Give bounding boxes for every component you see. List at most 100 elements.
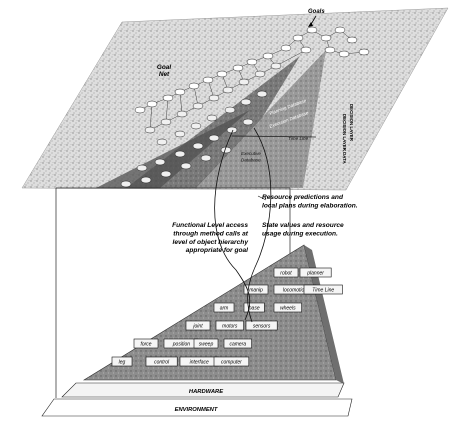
goal-node (140, 176, 152, 184)
goal-node (176, 110, 188, 118)
module-box (243, 284, 269, 295)
goal-node (136, 164, 148, 172)
goal-edge (193, 85, 199, 107)
module-label: motors (222, 324, 238, 330)
module-box (111, 356, 133, 367)
goal-node (146, 100, 158, 108)
module-box (213, 302, 235, 313)
goal-node (160, 118, 172, 126)
goals-label: Goals (308, 9, 325, 15)
goal-node (224, 106, 236, 114)
goal-node (174, 130, 186, 138)
module-label: arm (220, 306, 229, 312)
module-box (145, 356, 178, 367)
goal-node (358, 48, 370, 56)
time-line (231, 135, 317, 138)
module-label: force (140, 342, 151, 348)
decision-layer-data-side-label: DECISION LAYER DATA (342, 114, 347, 165)
module-label: planner (306, 271, 324, 277)
module-box (273, 302, 302, 313)
goal-node (346, 36, 358, 44)
module-box (243, 302, 265, 313)
goal-node (222, 86, 234, 94)
goal-node (238, 78, 250, 86)
goal-node (242, 118, 254, 126)
module-label: leg (119, 360, 126, 366)
module-label: sweep (199, 342, 214, 348)
goal-node (280, 44, 292, 52)
goal-node (202, 76, 214, 84)
decision-layer-side-label: DECISION LAYER (349, 104, 354, 142)
goal-node (338, 50, 350, 58)
module-box (223, 338, 252, 349)
goal-node (300, 46, 312, 54)
goal-node (256, 90, 268, 98)
goal-node (162, 94, 174, 102)
goal-edge (165, 97, 169, 123)
module-box (185, 320, 211, 331)
module-box (193, 338, 219, 349)
goal-node (192, 142, 204, 150)
module-box (133, 338, 159, 349)
goal-node (240, 98, 252, 106)
environment-slab (41, 398, 353, 417)
goal-node (180, 162, 192, 170)
goal-node (306, 26, 318, 34)
goal-node (156, 138, 168, 146)
goal-node (254, 70, 266, 78)
goal-node (262, 52, 274, 60)
goal-node (144, 126, 156, 134)
module-box (215, 320, 244, 331)
goal-node (154, 158, 166, 166)
goal-node (270, 62, 282, 70)
environment-label: ENVIRONMENT (175, 407, 218, 413)
goal-node (120, 180, 132, 188)
module-label: sensors (253, 324, 271, 330)
hardware-label: HARDWARE (189, 389, 224, 395)
module-box (273, 267, 299, 278)
annotation-pointer (257, 195, 267, 201)
goal-node (324, 46, 336, 54)
module-label: computer (221, 360, 242, 366)
goals-arrowhead-icon (308, 22, 313, 27)
resource-feedback-line (247, 127, 272, 323)
goal-node (200, 154, 212, 162)
goal-node (160, 170, 172, 178)
module-box (299, 267, 332, 278)
goal-node (174, 150, 186, 158)
module-label: base (249, 306, 260, 312)
module-box (213, 356, 250, 367)
goal-node (292, 34, 304, 42)
module-label: wheels (280, 306, 296, 312)
goal-net (120, 26, 370, 188)
goal-edge (149, 103, 153, 131)
module-label: control (154, 360, 170, 366)
hardware-slab (61, 382, 345, 398)
goal-node (320, 34, 332, 42)
goal-node (208, 134, 220, 142)
time-line-label: Time Line (288, 136, 309, 141)
goal-edge (275, 49, 307, 67)
module-label: Time Line (312, 288, 334, 294)
goal-node (246, 58, 258, 66)
module-label: locomotion (283, 288, 307, 294)
goal-node (232, 64, 244, 72)
goal-node (174, 88, 186, 96)
module-label: manip (249, 288, 263, 294)
goal-node (208, 94, 220, 102)
functional-access-line (214, 129, 251, 321)
functional-layer-side (304, 245, 344, 384)
goal-node (334, 26, 346, 34)
module-label: interface (190, 360, 209, 366)
module-label: camera (229, 342, 246, 348)
execution-database-layer (96, 110, 250, 188)
module-label: joint (192, 324, 203, 330)
goal-node (206, 114, 218, 122)
goal-node (190, 122, 202, 130)
